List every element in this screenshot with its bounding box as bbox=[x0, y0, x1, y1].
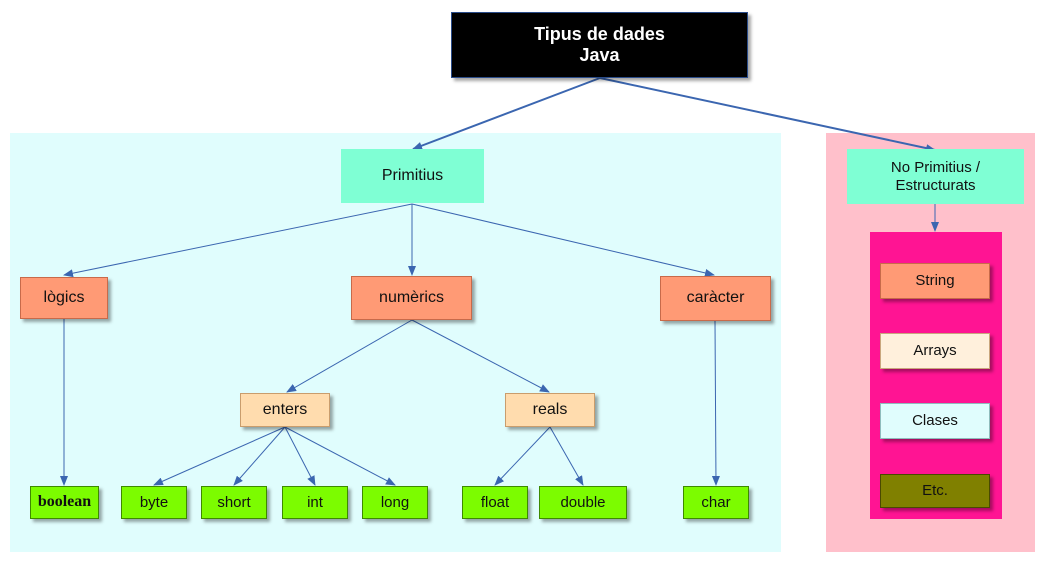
boolean-node: boolean bbox=[30, 486, 99, 519]
edge-enters-to-byte bbox=[153, 426, 286, 486]
edge-numerics-to-reals bbox=[411, 319, 550, 393]
edge-reals-to-double bbox=[549, 426, 584, 486]
edge-enters-to-short bbox=[233, 426, 286, 486]
float-node: float bbox=[462, 486, 528, 519]
reals-node: reals bbox=[505, 393, 595, 427]
enters-node: enters bbox=[240, 393, 330, 427]
int-node: int bbox=[282, 486, 348, 519]
edge-reals-to-float bbox=[494, 426, 551, 486]
long-node: long bbox=[362, 486, 428, 519]
root-node: Tipus de dades Java bbox=[451, 12, 748, 78]
edge-enters-to-long bbox=[284, 426, 396, 486]
edge-primitius-to-logics bbox=[63, 203, 413, 278]
edge-root-to-primitius bbox=[412, 77, 601, 150]
char-node: char bbox=[683, 486, 749, 519]
string-node: String bbox=[880, 263, 990, 299]
arrays-node: Arrays bbox=[880, 333, 990, 369]
edge-numerics-to-enters bbox=[286, 319, 413, 393]
edge-enters-to-int bbox=[284, 426, 316, 486]
caracter-node: caràcter bbox=[660, 276, 771, 321]
edge-root-to-noprim bbox=[599, 77, 936, 153]
no-primitius-node: No Primitius / Estructurats bbox=[847, 149, 1024, 204]
edge-caracter-to-char bbox=[711, 320, 720, 486]
numerics-node: numèrics bbox=[351, 276, 472, 320]
clases-node: Clases bbox=[880, 403, 990, 439]
edge-primitius-to-caracter bbox=[411, 203, 715, 277]
logics-node: lògics bbox=[20, 277, 108, 319]
double-node: double bbox=[539, 486, 627, 519]
primitius-node: Primitius bbox=[341, 149, 484, 203]
short-node: short bbox=[201, 486, 267, 519]
byte-node: byte bbox=[121, 486, 187, 519]
etc-node: Etc. bbox=[880, 474, 990, 508]
